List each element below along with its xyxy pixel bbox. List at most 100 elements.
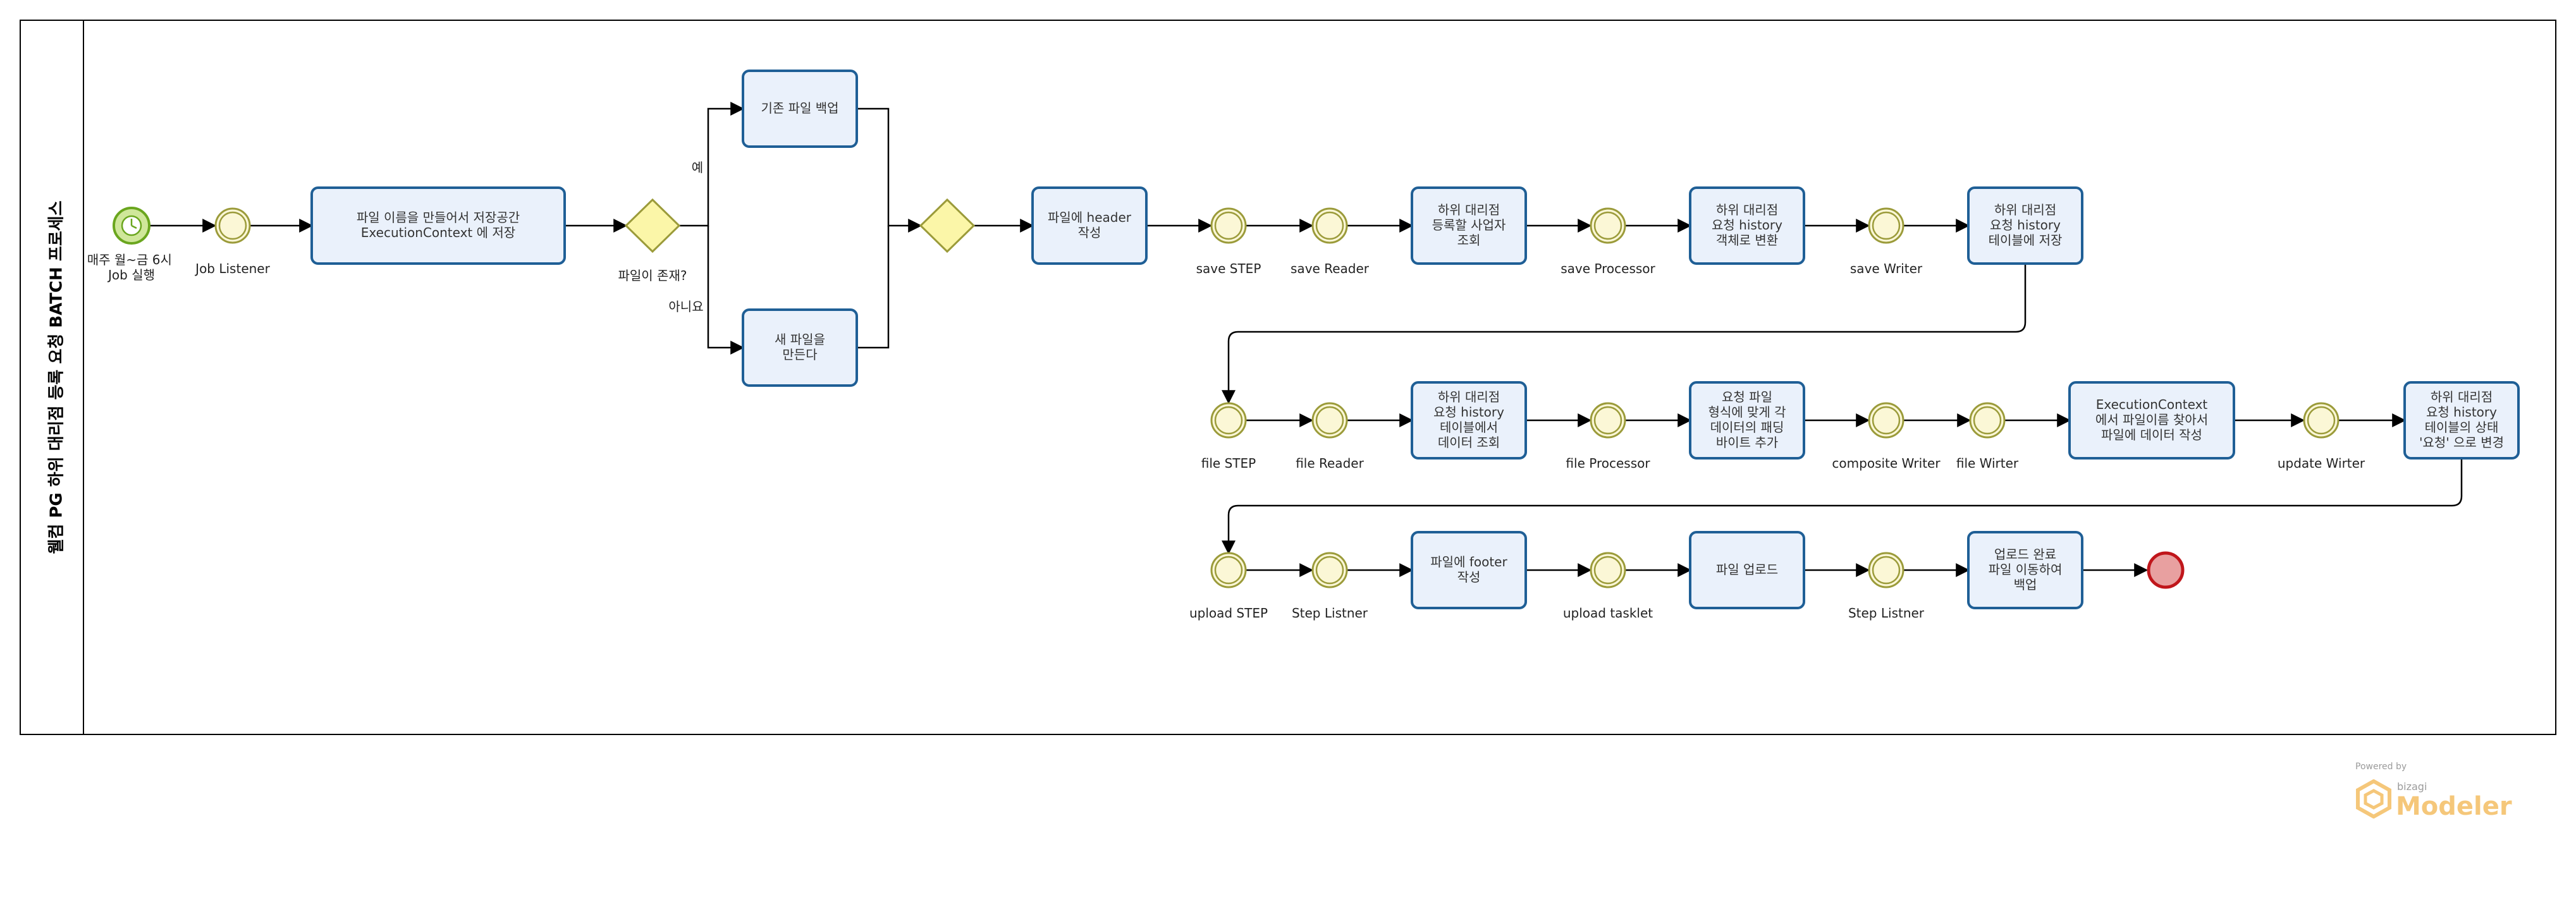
task-label-line: 백업 [2014,577,2037,592]
gateway-merge[interactable] [919,198,976,253]
flow-t11-e12 [1222,458,2463,555]
task-label: 파일 업로드 [1716,562,1778,577]
task-label-line: 새 파일을 [775,332,825,347]
event-outer-ring [1868,402,1904,439]
intermediate-event-e9[interactable] [1868,402,1904,439]
task-label-line: 데이터의 패딩 [1710,420,1784,435]
task-box [1689,186,1805,265]
task-label-line: 데이터 조회 [1438,435,1500,450]
intermediate-event-e1[interactable] [214,207,251,244]
task-box [2403,381,2520,460]
gateway-yes-label: 예 [692,160,703,175]
event-outer-ring [1311,207,1348,244]
event-inner-ring [1315,556,1344,585]
task-t13[interactable]: 파일 업로드 [1689,531,1805,609]
task-box [1689,531,1805,609]
task-label-line: 테이블의 상태 [2425,420,2499,435]
intermediate-event-e8[interactable] [1590,402,1626,439]
intermediate-event-e11[interactable] [2303,402,2340,439]
intermediate-event-e12[interactable] [1210,552,1247,588]
task-label-line: 작성 [1457,569,1481,585]
event-outer-ring [1590,402,1626,439]
task-box [1411,531,1527,609]
pool-title: 웰컴 PG 하위 대리점 등록 요청 BATCH 프로세스 [47,200,66,554]
event-outer-ring [1311,552,1348,588]
start-label-line-2: Job 실행 [107,267,155,283]
task-label-line: 파일 이동하여 [1989,562,2063,577]
intermediate-event-e5[interactable] [1868,207,1904,244]
event-inner-ring [1214,406,1243,435]
intermediate-event-e13[interactable] [1311,552,1348,588]
task-label-line: 형식에 맞게 각 [1708,405,1786,420]
event-outer-ring [2303,402,2340,439]
task-label: 기존 파일 백업 [761,100,838,116]
task-label-line: 조회 [1457,233,1481,248]
intermediate-event-e15[interactable] [1868,552,1904,588]
task-label-line: 바이트 추가 [1716,435,1778,450]
event-label-e11: update Wirter [2278,456,2365,471]
event-outer-ring [1969,402,2006,439]
event-label-e10: file Wirter [1956,456,2019,471]
event-inner-ring [1872,406,1901,435]
event-inner-ring [1593,211,1622,240]
event-label-e1: Job Listener [194,261,270,276]
task-label-line: 만든다 [782,347,817,362]
task-label-line: 업로드 완료 [1994,547,2056,562]
start-event[interactable] [113,207,150,245]
intermediate-event-e7[interactable] [1311,402,1348,439]
task-label-line: 파일 이름을 만들어서 저장공간 [357,210,520,225]
intermediate-event-e14[interactable] [1590,552,1626,588]
intermediate-event-e6[interactable] [1210,402,1247,439]
event-inner-ring [218,211,247,240]
event-inner-ring [1872,211,1901,240]
event-inner-ring [1973,406,2002,435]
timer-icon [121,215,142,236]
intermediate-event-e3[interactable] [1311,207,1348,244]
event-label-e15: Step Listner [1848,606,1925,621]
task-label-line: 하위 대리점 [2431,389,2493,405]
start-event-label: 매주 월~금 6시 Job 실행 [87,252,176,283]
event-inner-ring [1593,406,1622,435]
flow-gw1-t3 [707,226,745,355]
event-inner-ring [1315,211,1344,240]
end-event[interactable] [2147,551,2185,589]
event-label-e7: file Reader [1296,456,1364,471]
event-inner-ring [1593,556,1622,585]
event-label-e6: file STEP [1201,456,1256,471]
event-inner-ring [1872,556,1901,585]
task-label-line: 파일에 header [1048,210,1132,225]
gateway-file-exists[interactable] [624,198,681,253]
task-t2[interactable]: 기존 파일 백업 [742,70,858,148]
task-box [742,308,858,387]
event-inner-ring [1214,211,1243,240]
intermediate-event-e4[interactable] [1590,207,1626,244]
event-outer-ring [1868,552,1904,588]
intermediate-event-e10[interactable] [1969,402,2006,439]
bizagi-watermark: Powered by bizagi Modeler [2355,762,2520,831]
task-box [1411,381,1527,460]
bizagi-logo-icon [2356,779,2391,819]
task-label-line: 파일에 데이터 작성 [2101,427,2202,442]
gateway-file-exists-label: 파일이 존재? [618,268,687,283]
task-label-line: 요청 history [1712,217,1782,233]
intermediate-event-e2[interactable] [1210,207,1247,244]
task-label-line: 등록할 사업자 [1432,217,1506,233]
